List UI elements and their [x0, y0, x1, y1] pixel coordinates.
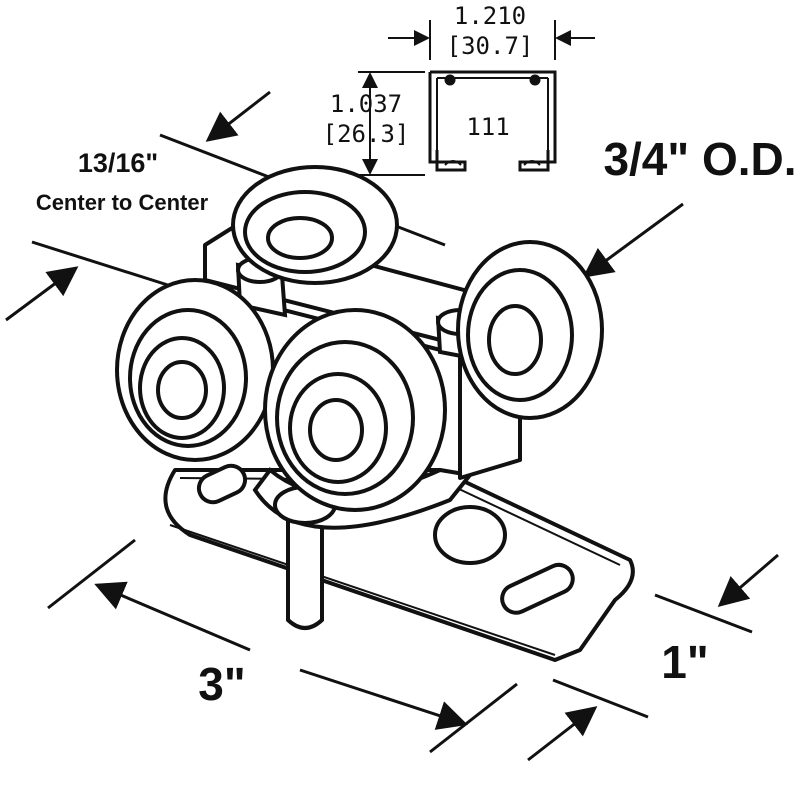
track-number: 111	[466, 113, 509, 141]
wheel-od-label: 3/4" O.D.	[603, 133, 796, 185]
plate-width-label: 1"	[661, 636, 708, 688]
track-height-mm: [26.3]	[323, 120, 410, 148]
track-width-dimension	[388, 20, 595, 60]
wheel-front-right	[263, 308, 447, 512]
track-width-inches: 1.210	[454, 2, 526, 30]
od-arrow	[582, 202, 684, 278]
track-width-mm: [30.7]	[447, 32, 534, 60]
track-height-inches: 1.037	[330, 90, 402, 118]
wheel-back-right	[456, 240, 604, 420]
wheel-front-left	[115, 278, 275, 462]
wheel-back-left	[231, 165, 399, 285]
spacing-note: Center to Center	[36, 190, 209, 215]
length-label: 3"	[198, 658, 245, 710]
track-height-dimension	[358, 71, 425, 176]
track-profile	[428, 70, 557, 172]
spacing-label: 13/16"	[78, 148, 158, 178]
length-dimension	[47, 538, 518, 754]
plate-width-dimension	[527, 553, 779, 762]
